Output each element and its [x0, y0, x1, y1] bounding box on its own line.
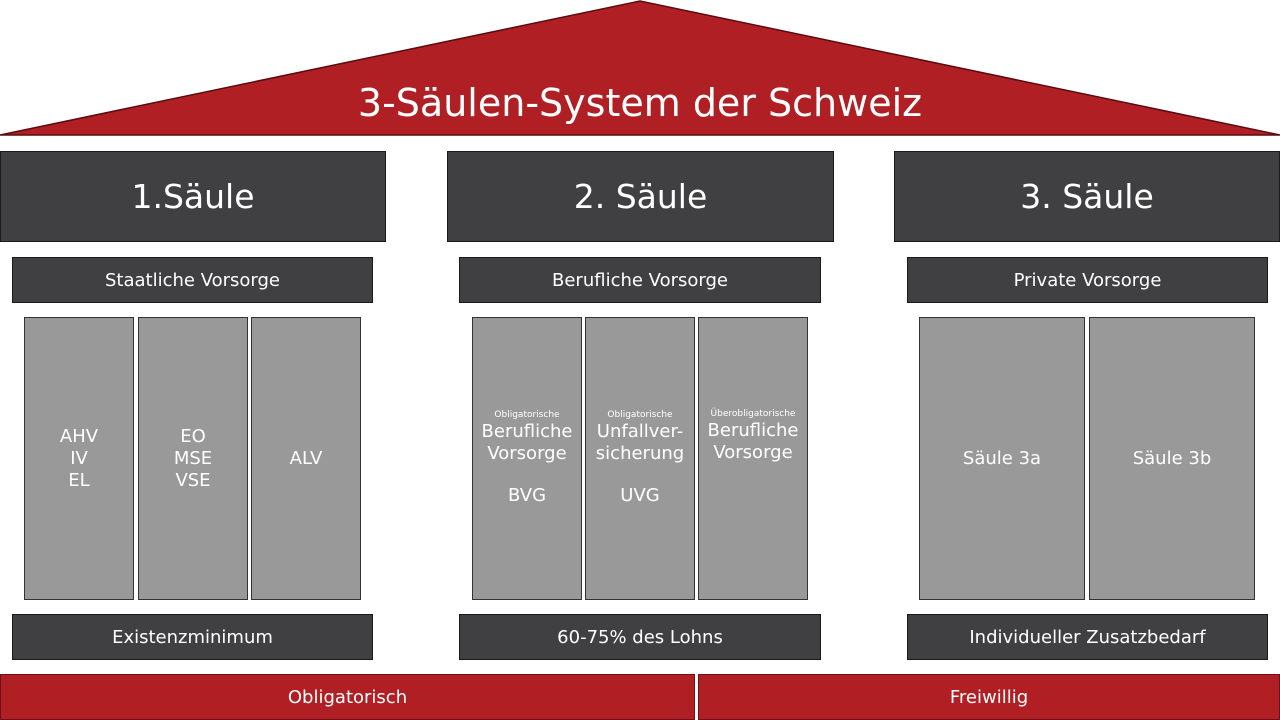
pillar-3-column-2: Säule 3b [1089, 317, 1255, 600]
pillar-2-subtitle-text: Berufliche Vorsorge [552, 269, 728, 291]
column-qualifier: Obligatorische [494, 410, 560, 420]
column-line: Säule 3b [1132, 447, 1212, 469]
pillar-2-title: 2. Säule [573, 177, 708, 216]
column-line: AHV [59, 425, 99, 447]
pillar-2-footer: 60-75% des Lohns [459, 614, 821, 660]
column-line: IV [70, 447, 88, 469]
pillar-3-footer: Individueller Zusatzbedarf [907, 614, 1268, 660]
pillar-3-title: 3. Säule [1020, 177, 1154, 216]
pillar-2-header: 2. Säule [447, 151, 834, 242]
pillar-2-column-3: Überobligatorische Berufliche Vorsorge [698, 317, 808, 600]
pillar-1-column-3: ALV [251, 317, 361, 600]
obligatory-bar: Obligatorisch [0, 674, 695, 720]
column-line: Berufliche [481, 421, 573, 442]
column-line: sicherung [595, 443, 685, 464]
pillar-1-title: 1.Säule [131, 177, 255, 216]
pillar-2-column-1: Obligatorische Berufliche Vorsorge BVG [472, 317, 582, 600]
page-title: 3-Säulen-System der Schweiz [357, 81, 923, 125]
column-line: Unfallver- [596, 421, 684, 442]
pillar-2-footer-text: 60-75% des Lohns [557, 626, 723, 648]
column-code: BVG [507, 485, 547, 506]
pillar-2-subtitle: Berufliche Vorsorge [459, 257, 821, 303]
voluntary-bar: Freiwillig [698, 674, 1280, 720]
pillar-1-footer: Existenzminimum [12, 614, 373, 660]
pillar-1-header: 1.Säule [0, 151, 386, 242]
roof-shape [0, 0, 1280, 136]
obligatory-label: Obligatorisch [287, 686, 408, 708]
column-line: Berufliche [707, 420, 799, 441]
column-line: ALV [289, 447, 323, 469]
pillar-1-footer-text: Existenzminimum [112, 626, 273, 648]
column-code: UVG [620, 485, 660, 506]
pillar-3-subtitle-text: Private Vorsorge [1013, 269, 1162, 291]
column-line: MSE [173, 447, 213, 469]
pillar-1-subtitle: Staatliche Vorsorge [12, 257, 373, 303]
column-line: EO [180, 425, 206, 447]
column-line: EL [68, 469, 90, 491]
pillar-2-column-2: Obligatorische Unfallver- sicherung UVG [585, 317, 695, 600]
pillar-3-header: 3. Säule [894, 151, 1280, 242]
voluntary-label: Freiwillig [949, 686, 1029, 708]
column-qualifier: Überobligatorische [710, 409, 796, 419]
column-line: Vorsorge [487, 443, 567, 464]
column-line: Vorsorge [713, 442, 793, 463]
pillar-3-subtitle: Private Vorsorge [907, 257, 1268, 303]
column-line: VSE [175, 469, 211, 491]
pillar-1-column-2: EO MSE VSE [138, 317, 248, 600]
pillar-1-column-1: AHV IV EL [24, 317, 134, 600]
pillar-3-footer-text: Individueller Zusatzbedarf [969, 626, 1206, 648]
column-qualifier: Obligatorische [607, 410, 673, 420]
pillar-3-column-1: Säule 3a [919, 317, 1085, 600]
pillar-1-subtitle-text: Staatliche Vorsorge [104, 269, 280, 291]
column-line: Säule 3a [962, 447, 1042, 469]
